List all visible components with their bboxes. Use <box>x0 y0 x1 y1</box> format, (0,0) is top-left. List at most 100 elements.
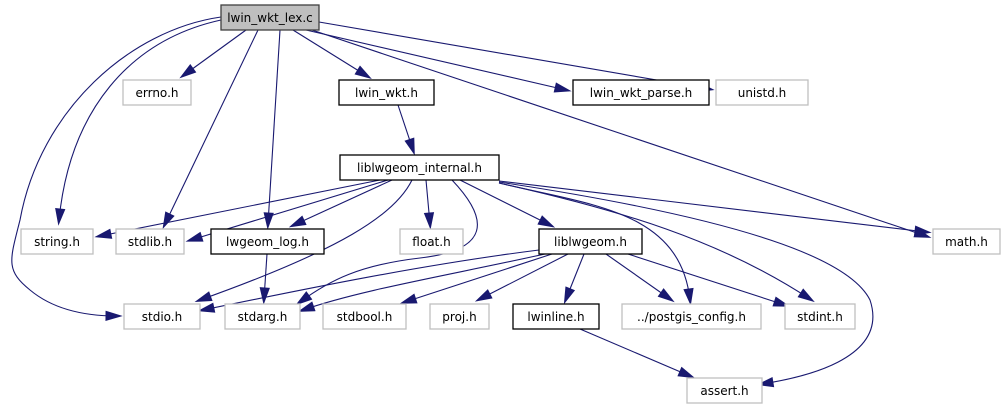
edge-arrowhead <box>194 291 213 302</box>
node-float-h: float.h <box>399 228 464 255</box>
node-lwin-wkt-h[interactable]: lwin_wkt.h <box>338 79 435 106</box>
edge-arrowhead <box>563 286 576 305</box>
node-lwin-wkt-lex-c[interactable]: lwin_wkt_lex.c <box>220 4 320 31</box>
node-lwin-wkt-parse-h[interactable]: lwin_wkt_parse.h <box>572 79 710 106</box>
edge-line <box>579 328 691 377</box>
edge-arrowhead <box>657 288 675 303</box>
edge-line <box>479 253 569 300</box>
edge-arrowhead <box>354 65 372 80</box>
node-errno-h: errno.h <box>122 79 192 106</box>
edge-lex-to-wkt <box>292 29 372 80</box>
edge-lex-to-log <box>263 29 281 230</box>
edge-arrowhead <box>474 289 493 302</box>
edge-internal-to-stdio <box>194 179 413 302</box>
node-label: lwgeom_log.h <box>226 235 309 249</box>
edge-arrowhead <box>399 293 418 304</box>
node-label: lwinline.h <box>527 310 584 324</box>
node-box <box>338 79 435 106</box>
node-box <box>686 377 763 404</box>
node-box <box>399 228 464 255</box>
edge-lex-to-stdio <box>11 16 222 322</box>
node-label: stdarg.h <box>238 310 288 324</box>
edge-line <box>199 179 413 301</box>
node-stdarg-h: stdarg.h <box>224 303 301 330</box>
edge-line <box>498 181 874 385</box>
edge-line <box>299 179 478 303</box>
node-postgis-config-h: ../postgis_config.h <box>621 303 762 330</box>
node-box <box>572 79 710 106</box>
edge-line <box>302 253 546 311</box>
edge-arrowhead <box>683 287 694 306</box>
node-stdlib-h: stdlib.h <box>115 228 185 255</box>
edge-internal-to-math <box>498 180 932 236</box>
node-liblwgeom-h[interactable]: liblwgeom.h <box>538 228 643 255</box>
edge-internal-to-log <box>288 179 393 228</box>
node-label: errno.h <box>136 86 179 100</box>
edge-line <box>292 29 368 77</box>
node-label: assert.h <box>700 384 748 398</box>
edge-line <box>459 179 551 226</box>
edge-line <box>318 21 710 90</box>
edge-arrowhead <box>162 211 175 230</box>
edge-liblwgeom-to-stdbool <box>399 253 553 304</box>
edge-line <box>311 29 927 237</box>
node-box <box>339 154 500 181</box>
edge-lex-to-string <box>55 19 222 226</box>
edge-internal-to-stdint <box>498 182 815 303</box>
edge-line <box>164 29 259 225</box>
node-box <box>621 303 762 330</box>
edge-arrowhead <box>537 215 556 228</box>
edge-line <box>99 179 381 237</box>
edge-arrowhead <box>553 82 572 93</box>
node-lwinline-h[interactable]: lwinline.h <box>512 303 600 330</box>
node-stdio-h: stdio.h <box>123 303 201 330</box>
node-assert-h: assert.h <box>686 377 763 404</box>
edge-arrowhead <box>797 288 815 303</box>
edge-line <box>11 16 222 317</box>
node-box <box>115 228 185 255</box>
node-label: lwin_wkt.h <box>355 86 418 100</box>
node-math-h: math.h <box>932 228 1001 255</box>
node-label: stdlib.h <box>128 235 172 249</box>
edge-liblwgeom-to-stdio <box>197 249 540 313</box>
node-liblwgeom-internal-h[interactable]: liblwgeom_internal.h <box>339 154 500 181</box>
edge-arrowhead <box>55 208 66 226</box>
node-label: lwin_wkt_lex.c <box>227 11 313 25</box>
edge-internal-to-stdarg <box>295 179 478 306</box>
node-label: float.h <box>412 235 450 249</box>
node-label: proj.h <box>442 310 476 324</box>
node-box <box>715 79 809 106</box>
node-label: lwin_wkt_parse.h <box>590 86 693 100</box>
edge-line <box>498 182 811 300</box>
edge-line <box>293 179 393 226</box>
edge-internal-to-float <box>423 179 435 230</box>
edge-line <box>267 29 281 225</box>
node-box <box>932 228 1001 255</box>
node-box <box>20 228 94 255</box>
node-string-h: string.h <box>20 228 94 255</box>
node-label: liblwgeom.h <box>554 235 627 249</box>
edge-arrowhead <box>913 225 932 236</box>
edge-line <box>404 253 553 303</box>
edge-liblwgeom-to-lwinline <box>563 253 585 305</box>
edge-line <box>498 180 927 233</box>
node-proj-h: proj.h <box>429 303 490 330</box>
edge-liblwgeom-to-stdarg <box>297 253 546 312</box>
node-box <box>122 79 192 106</box>
edge-arrowhead <box>404 137 415 156</box>
node-box <box>322 303 407 330</box>
edge-arrowhead <box>197 302 216 313</box>
node-box <box>123 303 201 330</box>
edge-lex-to-stdlib <box>162 29 259 230</box>
edge-arrowhead <box>288 215 307 228</box>
edge-arrowhead <box>105 310 123 322</box>
node-label: ../postgis_config.h <box>637 310 746 324</box>
node-label: math.h <box>945 235 988 249</box>
edge-internal-to-liblwgeom <box>459 179 556 228</box>
edge-arrowhead <box>423 212 435 230</box>
node-lwgeom-log-h[interactable]: lwgeom_log.h <box>210 228 325 255</box>
edge-log-to-stdarg <box>259 253 270 305</box>
node-box <box>512 303 600 330</box>
node-stdint-h: stdint.h <box>784 303 856 330</box>
